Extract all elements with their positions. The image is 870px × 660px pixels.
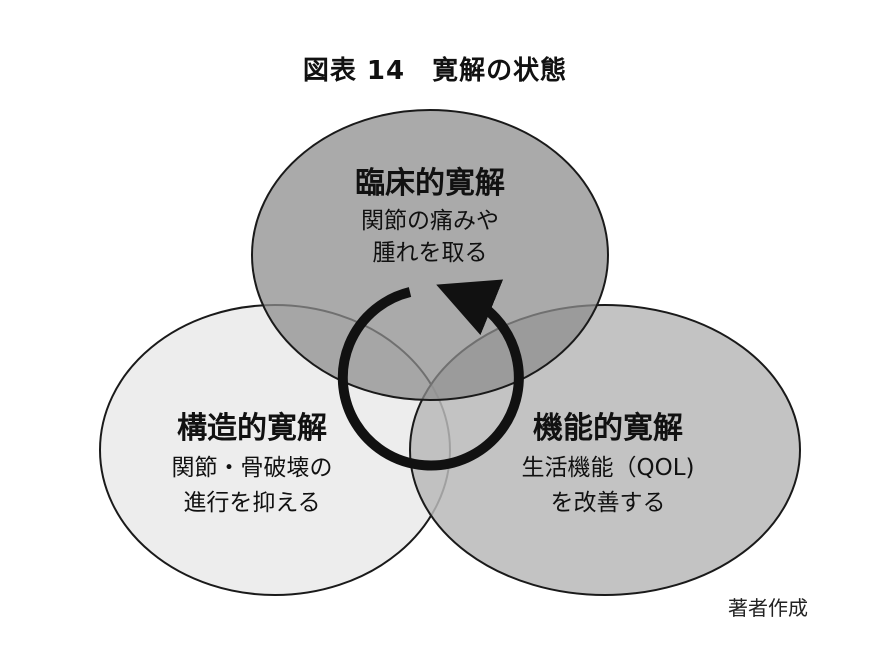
clinical-desc-line1: 関節の痛みや <box>361 208 499 234</box>
cycle-arrow <box>337 279 524 471</box>
clinical-desc-line2: 腫れを取る <box>373 240 488 266</box>
structural-desc-line2: 進行を抑える <box>183 490 320 516</box>
credit-note: 著者作成 <box>728 596 808 620</box>
structural-title: 構造的寛解 <box>177 411 327 446</box>
figure-title: 図表 14 寛解の状態 <box>302 56 568 86</box>
structural-desc-line1: 関節・骨破壊の <box>172 455 333 481</box>
functional-desc-line1: 生活機能（QOL) <box>522 455 695 481</box>
clinical-title: 臨床的寛解 <box>355 166 505 201</box>
functional-desc-line2: を改善する <box>551 490 666 516</box>
clinical-remission-circle <box>251 109 609 401</box>
functional-title: 機能的寛解 <box>533 411 683 446</box>
